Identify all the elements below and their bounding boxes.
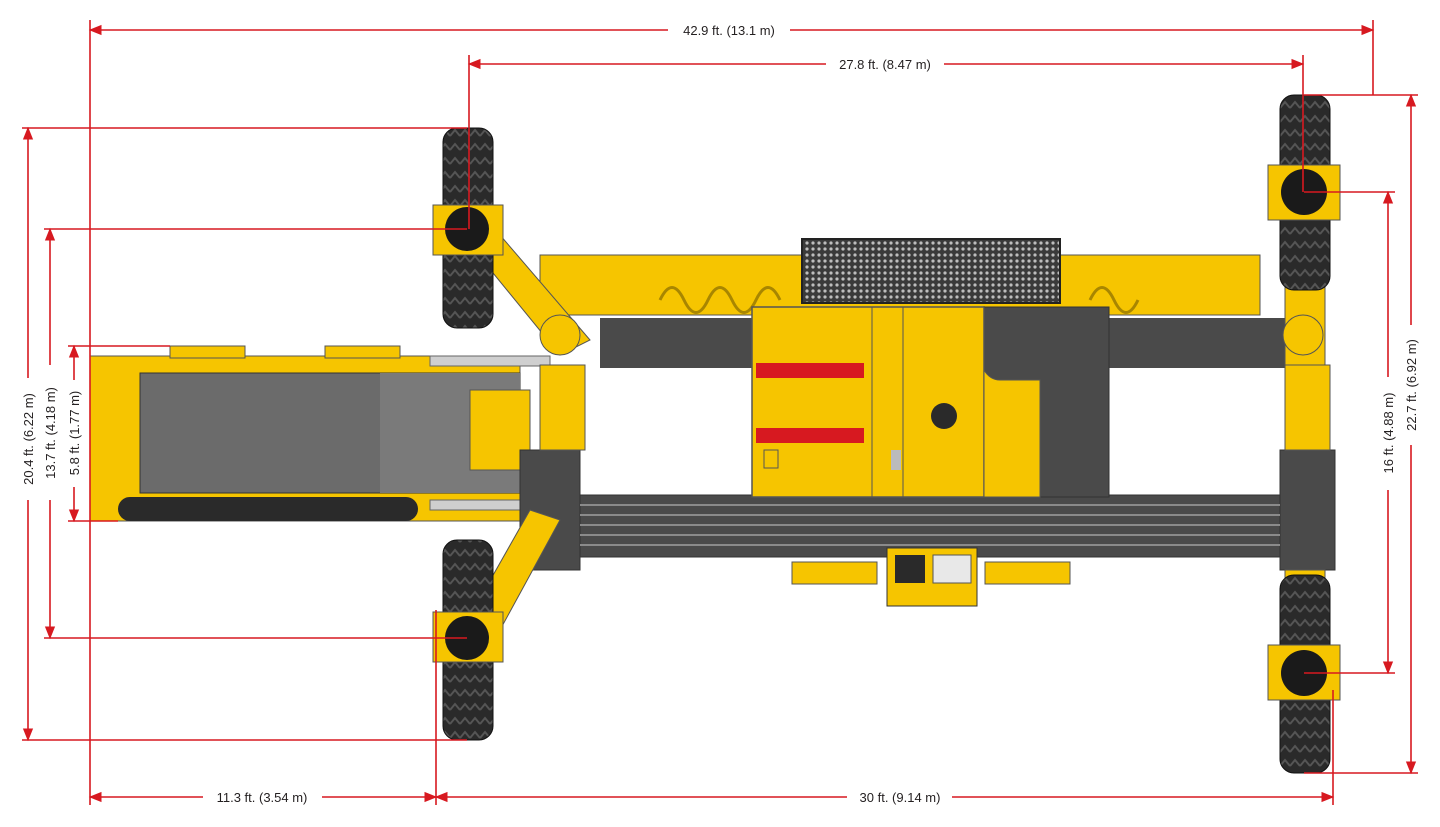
auger: [658, 286, 1140, 314]
conveyor-width-label: 5.8 ft. (1.77 m): [67, 391, 82, 476]
overall-length-label: 42.9 ft. (13.1 m): [683, 23, 775, 38]
front-track-width-label: 13.7 ft. (4.18 m): [43, 387, 58, 479]
machine-top-view: [89, 94, 1341, 774]
conveyor: [89, 345, 551, 522]
mesh-guard: [801, 238, 1061, 304]
overall-width-right-label: 22.7 ft. (6.92 m): [1404, 339, 1419, 431]
front-overhang-label: 11.3 ft. (3.54 m): [217, 790, 308, 805]
dimension-arrows: [22, 24, 1417, 803]
rear-track-width-label: 16 ft. (4.88 m): [1381, 393, 1396, 474]
engine-hood: [751, 306, 1110, 498]
dimension-labels: 42.9 ft. (13.1 m) 27.8 ft. (8.47 m) 11.3…: [21, 23, 1419, 805]
wheelbase-label: 30 ft. (9.14 m): [860, 790, 941, 805]
rear-right-track: [1267, 574, 1341, 774]
rear-left-track: [432, 539, 504, 741]
overall-width-left-label: 20.4 ft. (6.22 m): [21, 393, 36, 485]
front-left-track: [432, 127, 504, 329]
track-center-distance-label: 27.8 ft. (8.47 m): [839, 57, 931, 72]
dimension-lines: [22, 20, 1418, 805]
